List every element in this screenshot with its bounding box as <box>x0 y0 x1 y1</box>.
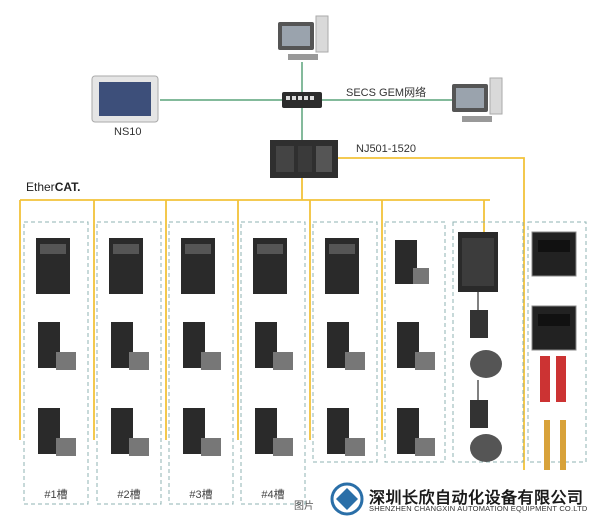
temp-controller-icons <box>531 231 577 470</box>
ethercat-logo: EtherCAT. <box>26 180 80 194</box>
ethercat-logo-part2: CAT. <box>54 180 81 194</box>
servo-drive-icons <box>36 238 435 456</box>
ns10-hmi-icon <box>91 75 159 123</box>
network-switch-icon <box>282 92 322 108</box>
io-camera-icons <box>458 232 502 462</box>
company-name-en: SHENZHEN CHANGXIN AUTOMATION EQUIPMENT C… <box>369 504 588 513</box>
ns10-label: NS10 <box>114 126 142 138</box>
slot-label-4: #4槽 <box>261 489 285 501</box>
nj-controller-icon <box>270 140 338 178</box>
slot-label-3: #3槽 <box>189 489 213 501</box>
slot-label-1: #1槽 <box>44 489 68 501</box>
pc-top-icon <box>278 15 329 60</box>
network-lines <box>160 62 452 140</box>
pc-right-icon <box>452 77 503 122</box>
secs-gem-label: SECS GEM网络 <box>346 87 427 99</box>
nj-controller-label: NJ501-1520 <box>356 143 416 155</box>
figure-caption: 图片 <box>294 501 314 512</box>
ethercat-bus <box>19 157 525 470</box>
ethercat-logo-part1: Ether <box>26 180 55 194</box>
slot-group-boxes <box>23 221 587 505</box>
company-banner: 深圳长欣自动化设备有限公司 SHENZHEN CHANGXIN AUTOMATI… <box>325 480 597 518</box>
company-name-cn: 深圳长欣自动化设备有限公司 <box>369 488 584 507</box>
slot-label-2: #2槽 <box>117 489 141 501</box>
company-logo-icon <box>330 482 364 516</box>
